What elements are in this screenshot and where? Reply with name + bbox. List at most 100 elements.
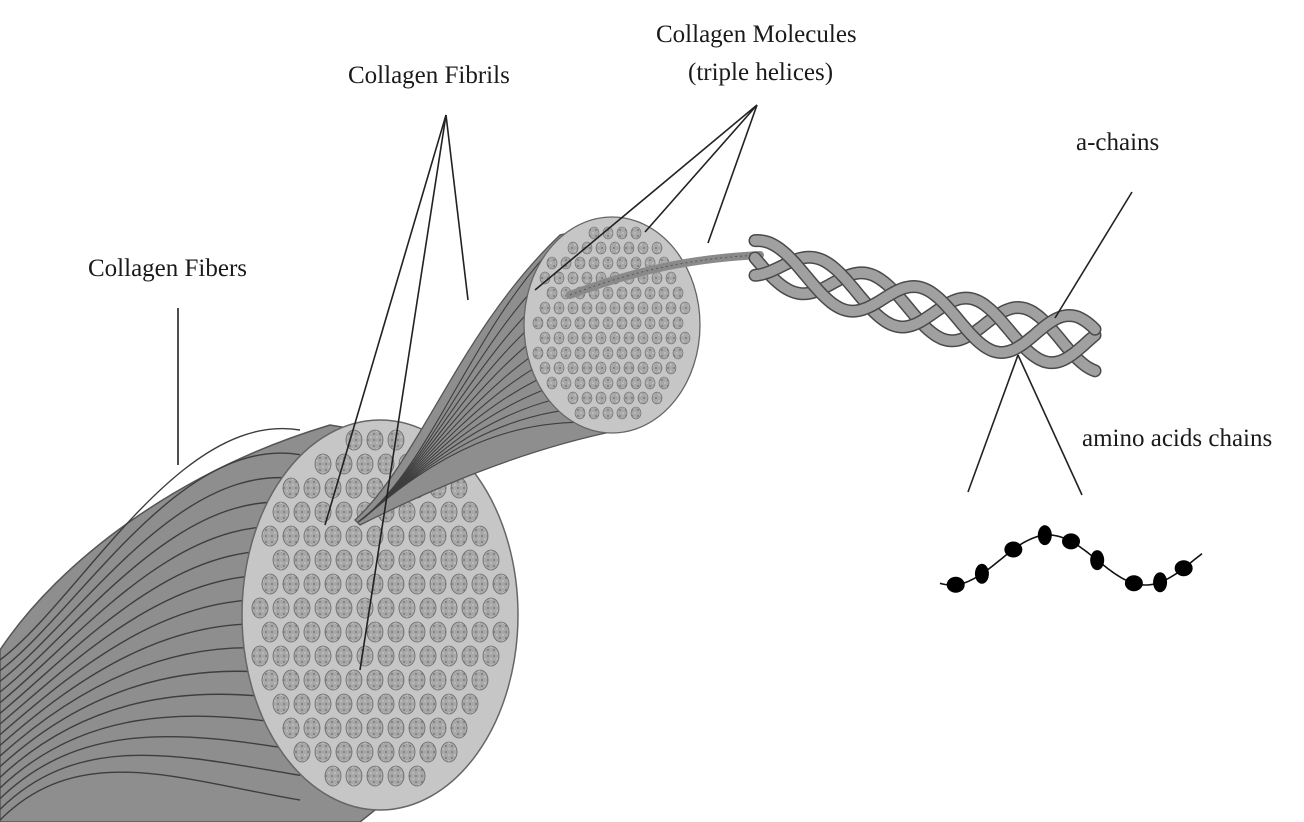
- fibril-dot: [283, 574, 299, 594]
- molecule-dot: [659, 347, 669, 359]
- amino-bead: [1062, 533, 1080, 549]
- fibril-dot: [472, 670, 488, 690]
- fibril-dot: [430, 574, 446, 594]
- fibril-dot: [441, 742, 457, 762]
- fibril-dot: [367, 670, 383, 690]
- fibril-dot: [304, 478, 320, 498]
- fibril-dot: [378, 598, 394, 618]
- fibril-dot: [451, 526, 467, 546]
- fibril-dot: [262, 670, 278, 690]
- molecule-dot: [596, 392, 606, 404]
- molecule-dot: [659, 287, 669, 299]
- fibril-dot: [336, 598, 352, 618]
- fibril-dot: [367, 718, 383, 738]
- molecule-dot: [589, 377, 599, 389]
- fibril-dot: [325, 766, 341, 786]
- fibril-dot: [315, 694, 331, 714]
- label-collagen-fibrils: Collagen Fibrils: [348, 62, 510, 89]
- fibril-dot: [346, 478, 362, 498]
- amino-bead: [1153, 572, 1167, 592]
- molecule-dot: [582, 332, 592, 344]
- amino-bead: [947, 577, 965, 593]
- molecule-dot: [680, 332, 690, 344]
- fibril-dot: [451, 718, 467, 738]
- molecule-dot: [540, 362, 550, 374]
- molecule-dot: [631, 317, 641, 329]
- fibril-dot: [336, 502, 352, 522]
- molecule-dot: [645, 347, 655, 359]
- leader-amino-2: [1018, 355, 1082, 495]
- molecule-dot: [575, 317, 585, 329]
- fibril-dot: [399, 550, 415, 570]
- fibril-dot: [420, 646, 436, 666]
- fibril-dot: [388, 718, 404, 738]
- fibril-dot: [378, 742, 394, 762]
- molecule-dot: [652, 362, 662, 374]
- molecule-dot: [624, 362, 634, 374]
- molecule-dot: [596, 242, 606, 254]
- molecule-dot: [631, 377, 641, 389]
- fibril-dot: [283, 526, 299, 546]
- fibril-dot: [294, 742, 310, 762]
- fibril-dot: [315, 598, 331, 618]
- molecule-dot: [547, 257, 557, 269]
- molecule-dot: [582, 392, 592, 404]
- molecule-dot: [582, 272, 592, 284]
- molecule-dot: [603, 377, 613, 389]
- molecule-dot: [540, 302, 550, 314]
- fibril-dot: [399, 694, 415, 714]
- fibril-dot: [420, 742, 436, 762]
- molecule-dot: [603, 287, 613, 299]
- fibril-dot: [441, 502, 457, 522]
- leader-amino-1: [968, 355, 1018, 492]
- fibril-dot: [273, 502, 289, 522]
- fibril-dot: [357, 742, 373, 762]
- fibril-dot: [451, 670, 467, 690]
- molecule-dot: [561, 347, 571, 359]
- molecule-dot: [680, 302, 690, 314]
- fibril-dot: [273, 550, 289, 570]
- molecule-dot: [638, 362, 648, 374]
- fibril-dot: [472, 574, 488, 594]
- molecule-dot: [631, 287, 641, 299]
- molecule-dot: [547, 377, 557, 389]
- fibril-dot: [409, 766, 425, 786]
- fibril-dot: [378, 694, 394, 714]
- molecule-dot: [638, 392, 648, 404]
- molecule-dot: [645, 317, 655, 329]
- fibril-dot: [462, 598, 478, 618]
- fibril-dot: [304, 574, 320, 594]
- fibril-dot: [483, 550, 499, 570]
- molecule-dot: [645, 377, 655, 389]
- molecule-dot: [561, 317, 571, 329]
- molecule-dot: [554, 362, 564, 374]
- fibril-dot: [336, 454, 352, 474]
- molecule-dot: [666, 362, 676, 374]
- label-triple-helices: (triple helices): [688, 59, 833, 86]
- molecule-dot: [533, 317, 543, 329]
- molecule-dot: [631, 257, 641, 269]
- molecule-dot: [631, 347, 641, 359]
- fibril-dot: [304, 526, 320, 546]
- fibril-dot: [462, 550, 478, 570]
- fibril-dot: [315, 646, 331, 666]
- fibril-dot: [357, 694, 373, 714]
- leader-fibrils-3: [446, 115, 468, 300]
- molecule-dot: [624, 392, 634, 404]
- molecule-dot: [603, 407, 613, 419]
- molecule-dot: [554, 302, 564, 314]
- molecule-dot: [575, 377, 585, 389]
- fibril-dot: [409, 718, 425, 738]
- molecule-dot: [603, 347, 613, 359]
- fibril-dot: [346, 718, 362, 738]
- amino-bead: [1004, 541, 1022, 557]
- fibril-dot: [283, 478, 299, 498]
- molecule-dot: [568, 242, 578, 254]
- fibril-dot: [451, 622, 467, 642]
- fibril-dot: [409, 574, 425, 594]
- fibril-dot: [315, 742, 331, 762]
- fibril-dot: [388, 670, 404, 690]
- fibril-dot: [399, 598, 415, 618]
- molecule-dot: [603, 317, 613, 329]
- fibril-dot: [294, 694, 310, 714]
